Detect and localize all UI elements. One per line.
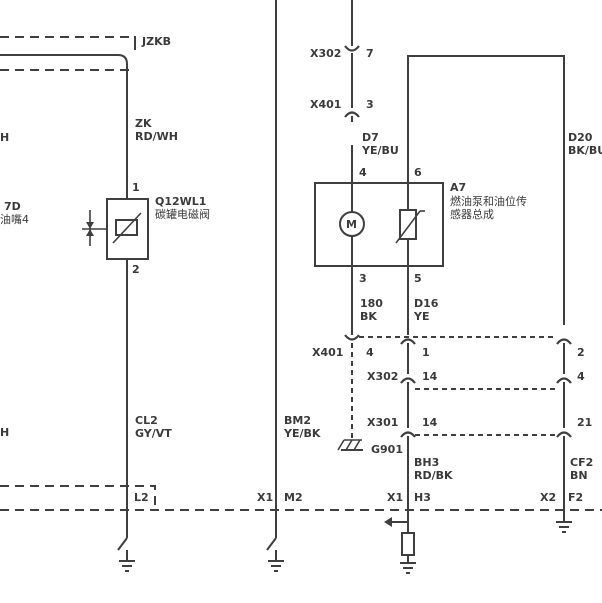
d20-wire: D20 BK/BU [407,55,602,325]
zk-code: ZK [135,117,152,130]
zk-color: RD/WH [135,130,178,143]
d20-color: BK/BU [568,144,602,157]
d16-code: D16 [414,297,439,310]
x302-top-connector-icon [344,45,360,52]
w180-code: 180 [360,297,383,310]
d7-code: D7 [362,131,379,144]
cf2-color: BN [570,469,588,482]
x301-d16-connector-icon [400,431,416,438]
q12-pin1: 1 [132,181,140,194]
cf2-code: CF2 [570,456,593,469]
bh3-code: BH3 [414,456,439,469]
a7-pin4: 4 [359,166,367,179]
x401-top-label: X401 [310,98,341,111]
f2-label: F2 [568,491,583,504]
x302-d16-connector-icon [400,377,416,384]
q12-desc: 碳罐电磁阀 [155,207,210,221]
x301-pin14: 14 [422,416,438,429]
motor-symbol: M [346,218,357,231]
x302-pin4: 4 [577,370,585,383]
a7-pin3: 3 [359,272,367,285]
w180-color: BK [360,310,377,323]
a7-name: A7 [450,181,466,194]
x301-label: X301 [367,416,398,429]
a7-pin6: 6 [414,166,422,179]
a7-desc-line1: 燃油泵和油位传 [450,194,527,208]
d16-color: YE [413,310,429,323]
x302-mid-label: X302 [367,370,398,383]
x401-d20-connector-icon [556,338,572,345]
jzkb-label: JZKB [141,35,171,48]
left-label-h-top: H [0,131,9,144]
x1-a-label: X1 [257,491,273,504]
d20-code: D20 [568,131,593,144]
zk-wire: ZK RD/WH [126,90,178,199]
x401-d16-connector-icon [400,338,416,345]
x302-pin14: 14 [422,370,438,383]
left-label-youzui: 油嘴4 [0,212,29,226]
a7-fuel-pump-assembly: M 4 6 3 5 A7 燃油泵和油位传 感器总成 [314,166,527,285]
bm2-wire: BM2 YE/BK [275,0,321,538]
q12wl1-solenoid: 1 2 Q12WL1 碳罐电磁阀 [82,181,210,276]
x401-top-connector-icon [344,111,360,118]
g901-label: G901 [371,443,403,456]
x401-pin1: 1 [422,346,430,359]
q12-name: Q12WL1 [155,195,206,208]
x301-d20-connector-icon [556,431,572,438]
bh3-color: RD/BK [414,469,453,482]
d16-wire: D16 YE BH3 RD/BK [400,266,453,533]
connector-links: X401 4 1 2 X302 14 4 X301 14 21 [312,336,592,436]
x302-top-pin: 7 [366,47,374,60]
bottom-harness: L2 X1 M2 X1 H3 X2 F2 [0,485,602,511]
cf2-ground-icon [556,521,572,533]
x401-mid-connector-icon [344,334,360,341]
cl2-ground-icon [117,537,135,572]
cf2-wire: CF2 BN [556,338,593,522]
x302-top-label: X302 [310,47,341,60]
bh3-resistor-ground-icon [384,517,416,574]
cl2-wire: CL2 GY/VT [126,259,172,538]
bm2-color: YE/BK [283,427,321,440]
x302-d20-connector-icon [556,377,572,384]
m2-label: M2 [284,491,303,504]
q12-pin2: 2 [132,263,140,276]
d7-color: YE/BU [361,144,399,157]
a7-desc-line2: 感器总成 [450,207,494,221]
bm2-code: BM2 [284,414,311,427]
h3-label: H3 [414,491,431,504]
x401-mid-label: X401 [312,346,343,359]
x401-top-pin: 3 [366,98,374,111]
left-label-h-bottom: H [0,426,9,439]
left-label-7d: 7D [4,200,21,213]
l2-label: L2 [134,491,149,504]
x1-b-label: X1 [387,491,403,504]
jzkb-harness: JZKB [0,35,171,90]
wire-180-bk: 180 BK G901 [337,266,403,456]
x2-label: X2 [540,491,556,504]
a7-pin5: 5 [414,272,422,285]
x401-pin2: 2 [577,346,585,359]
cl2-color: GY/VT [135,427,172,440]
cl2-code: CL2 [135,414,158,427]
x301-pin21: 21 [577,416,592,429]
d7-wire: X302 7 X401 3 D7 YE/BU [310,0,399,183]
bm2-ground-icon [266,537,284,572]
x401-pin4: 4 [366,346,374,359]
